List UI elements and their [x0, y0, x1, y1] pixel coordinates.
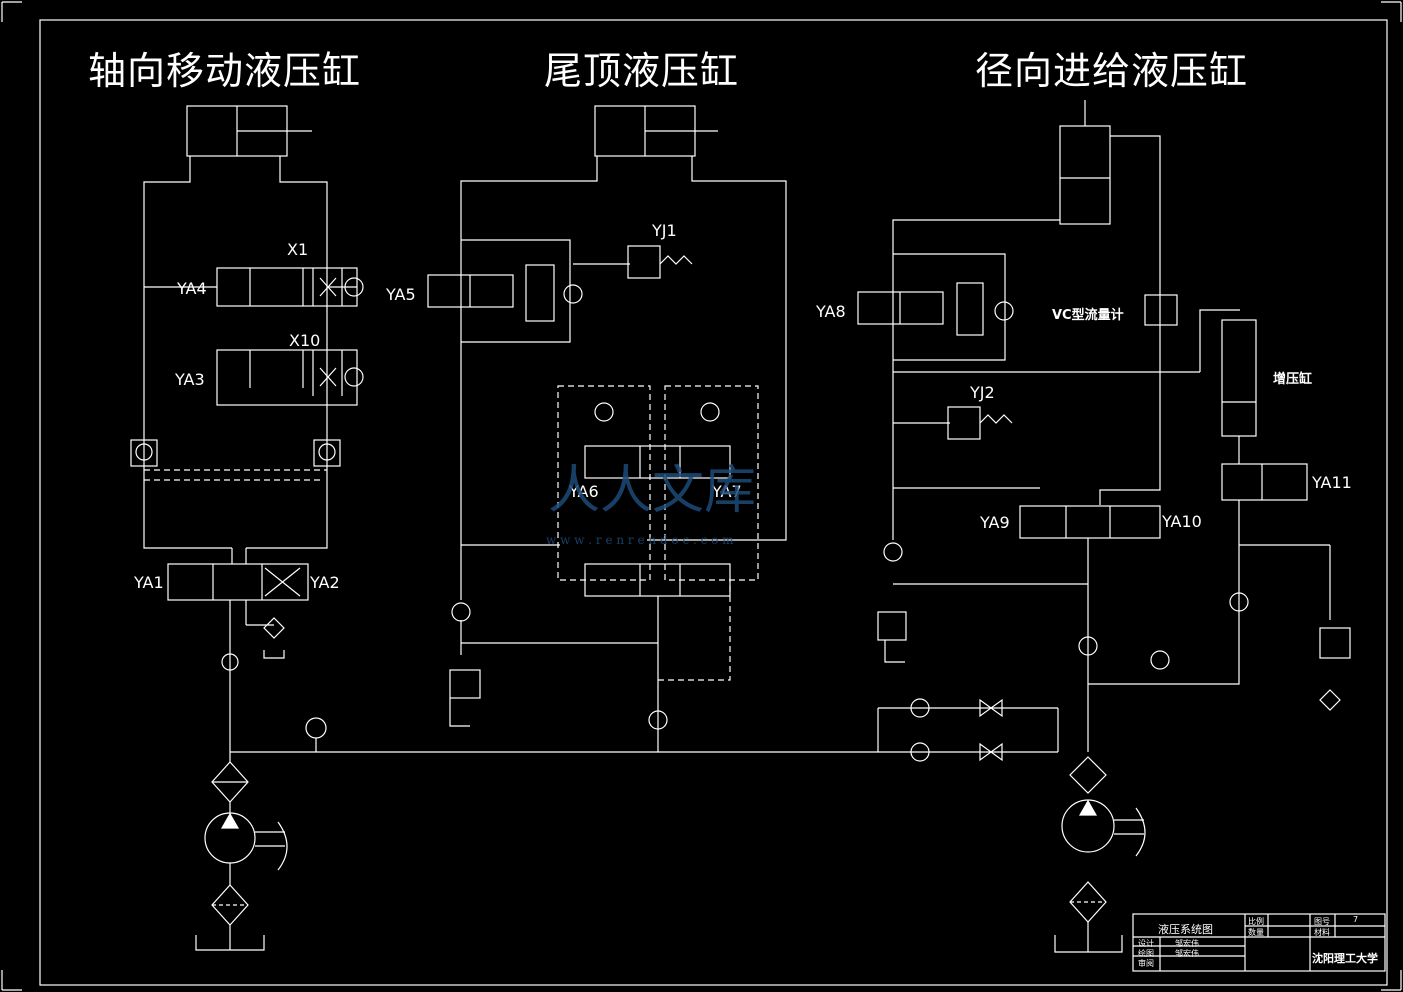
tb-draw-name: 邹宏伟 — [1175, 949, 1199, 958]
title-tail-cylinder: 尾顶液压缸 — [544, 49, 740, 93]
title-axial-cylinder: 轴向移动液压缸 — [88, 49, 362, 93]
drawing-frame — [39, 19, 1388, 986]
label-yj1: YJ1 — [652, 221, 677, 240]
title-block-grid — [1132, 913, 1386, 972]
label-yj2: YJ2 — [970, 383, 995, 402]
label-ya1: YA1 — [134, 573, 164, 592]
label-x1: X1 — [287, 240, 309, 259]
tb-sheet-label: 图号 — [1314, 917, 1330, 926]
tb-design-name: 邹宏伟 — [1175, 939, 1199, 948]
tb-scale-label: 比例 — [1248, 917, 1264, 926]
tb-sheet-no: 7 — [1353, 915, 1359, 924]
axial-circuit — [130, 105, 1058, 951]
label-ya7: YA7 — [712, 482, 742, 501]
tb-draw-label: 绘图 — [1138, 949, 1154, 958]
label-vc-flowmeter: VC型流量计 — [1052, 308, 1124, 323]
label-ya10: YA10 — [1162, 512, 1202, 531]
tb-design-label: 设计 — [1138, 939, 1154, 948]
tb-material-label: 材料 — [1314, 928, 1330, 937]
label-ya11: YA11 — [1312, 473, 1352, 492]
label-ya8: YA8 — [816, 302, 846, 321]
label-ya4: YA4 — [177, 279, 207, 298]
watermark-logo-text: 人人文库 — [548, 461, 757, 521]
label-x10: X10 — [289, 331, 321, 350]
label-booster-cylinder: 增压缸 — [1273, 372, 1313, 387]
watermark-url: w w w . r e n r e n d o c . c o m — [546, 533, 734, 547]
radial-circuit — [857, 100, 1351, 953]
tb-school: 沈阳理工大学 — [1312, 952, 1378, 965]
tb-review-label: 审阅 — [1138, 959, 1154, 968]
label-ya9: YA9 — [980, 513, 1010, 532]
label-ya5: YA5 — [386, 285, 416, 304]
label-ya6: YA6 — [569, 482, 599, 501]
label-ya3: YA3 — [175, 370, 205, 389]
tail-circuit — [427, 105, 787, 752]
tb-quantity-label: 数量 — [1248, 928, 1264, 937]
tb-drawing-name: 液压系统图 — [1158, 923, 1213, 936]
label-ya2: YA2 — [310, 573, 340, 592]
title-radial-cylinder: 径向进给液压缸 — [975, 49, 1249, 93]
